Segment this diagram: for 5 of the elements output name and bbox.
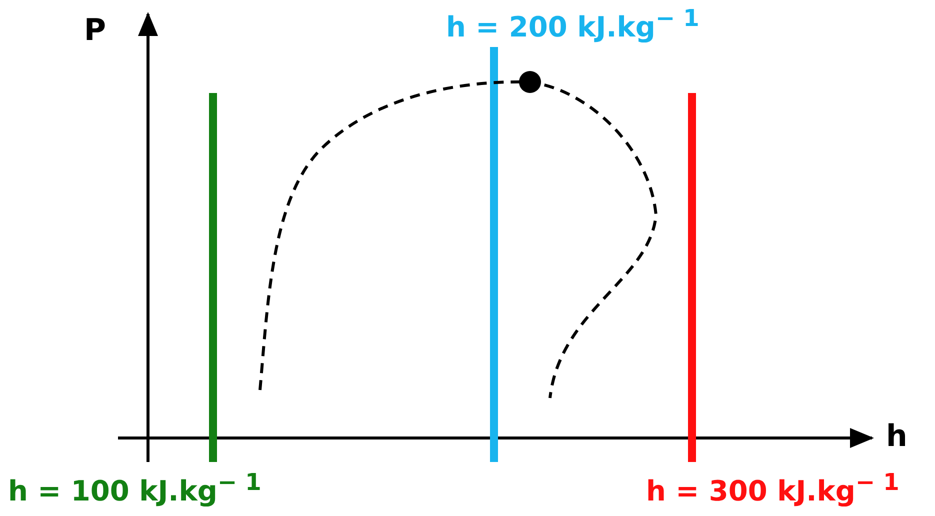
axis-label: P bbox=[84, 14, 106, 47]
isoline-label: h = 200 kJ.kg$^{− 1}$ bbox=[446, 6, 700, 44]
isoline-label: h = 100 kJ.kg$^{− 1}$ bbox=[8, 470, 262, 508]
axis-label: h bbox=[886, 420, 908, 453]
isoline-label: h = 300 kJ.kg$^{− 1}$ bbox=[646, 470, 900, 508]
